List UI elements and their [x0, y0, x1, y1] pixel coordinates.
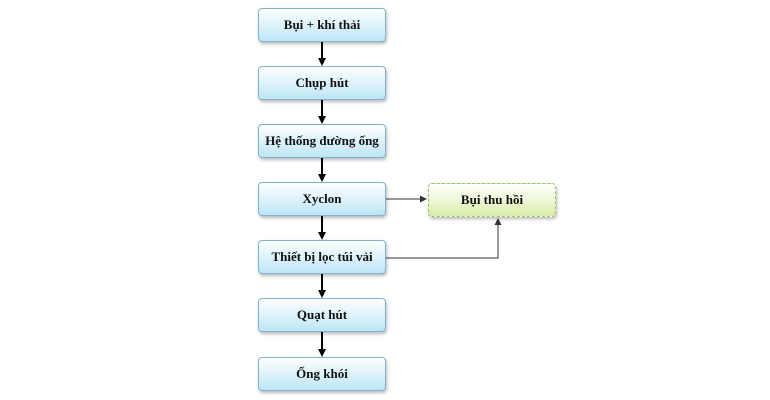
node-suction-fan-label: Quạt hút [296, 307, 348, 322]
node-stack-label: Ống khói [296, 366, 348, 381]
node-dust-gas: Bụi + khí thải [258, 8, 386, 42]
node-suction-fan: Quạt hút [258, 298, 386, 332]
node-dust-gas-label: Bụi + khí thải [283, 17, 361, 32]
node-recovered-dust-label: Bụi thu hồi [460, 192, 524, 207]
node-cyclone-label: Xyclon [302, 191, 342, 206]
node-duct-system: Hệ thống đường ống [258, 124, 386, 158]
node-bag-filter: Thiết bị lọc túi vải [258, 240, 386, 274]
node-recovered-dust: Bụi thu hồi [428, 183, 556, 217]
node-stack: Ống khói [258, 357, 386, 391]
node-hood-label: Chụp hút [295, 75, 349, 90]
node-duct-system-label: Hệ thống đường ống [265, 133, 379, 148]
node-bag-filter-label: Thiết bị lọc túi vải [271, 249, 373, 264]
node-cyclone: Xyclon [258, 182, 386, 216]
node-hood: Chụp hút [258, 66, 386, 100]
arrow-bagfilter-to-recovered [386, 218, 502, 259]
